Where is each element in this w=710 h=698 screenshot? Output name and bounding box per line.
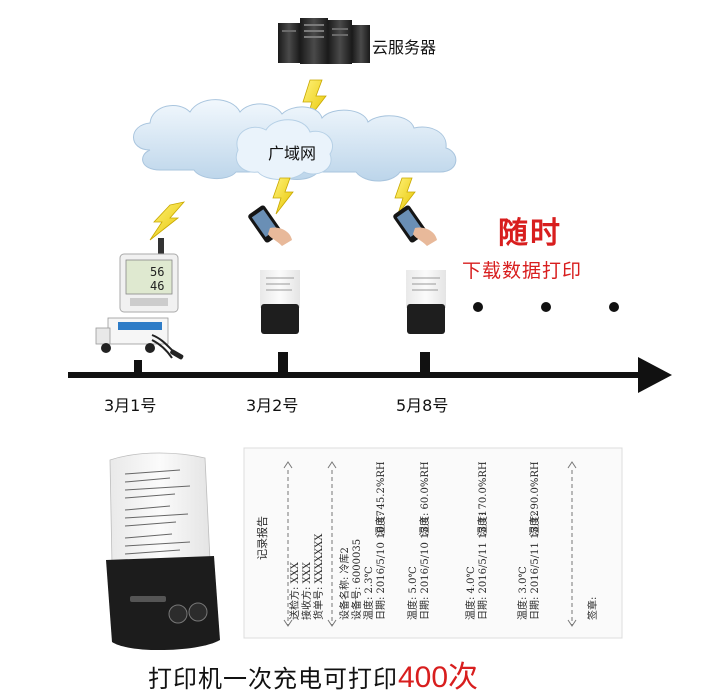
network-label: 广域网 <box>268 144 317 163</box>
timeline-arrowhead <box>638 357 672 393</box>
timeline-tick <box>134 360 142 372</box>
receipt-temp: 温度: 4.0℃ <box>464 566 477 620</box>
receipt-date: 日期: 2016/5/10 13:4 <box>419 517 431 620</box>
ellipsis-dot <box>609 302 619 312</box>
timeline-date-1: 3月1号 <box>104 396 157 415</box>
printer-icon <box>406 270 446 334</box>
receipt-field: 货单号: XXXXXXX <box>312 533 325 620</box>
truck-icon <box>95 317 184 360</box>
receipt-field: 送检方: XXX <box>288 561 301 620</box>
receipt-temp: 温度: 3.0℃ <box>516 566 529 620</box>
printer-icon <box>260 270 300 334</box>
server-label: 云服务器 <box>372 38 437 57</box>
caption-text: 打印机一次充电可打印 <box>148 665 398 693</box>
timeline-tick <box>420 352 430 372</box>
lightning-icon <box>272 177 294 215</box>
lightning-icon <box>149 201 186 241</box>
lightning-icon <box>302 79 327 123</box>
portable-printer <box>106 452 220 651</box>
caption: 打印机一次充电可打印400次 <box>148 652 478 696</box>
lightning-icon <box>394 177 416 215</box>
receipt-humidity: 湿度: 45.2%RH <box>374 461 387 536</box>
timeline-date-2: 3月2号 <box>246 396 299 415</box>
receipt-title: 记录报告 <box>255 516 269 560</box>
receipt-humidity: 湿度: 60.0%RH <box>418 461 431 536</box>
receipt-device-field: 日期: 2016/5/10 10:47 <box>375 510 387 620</box>
receipt-humidity: 湿度: 70.0%RH <box>476 461 489 536</box>
timeline-tick <box>278 352 288 372</box>
data-logger-icon: 56 46 <box>119 238 179 313</box>
ellipsis-dot <box>473 302 483 312</box>
receipt-field: 接收方: XXX <box>300 561 313 620</box>
phone-icon <box>393 205 437 246</box>
logger-value-1: 56 <box>150 265 164 279</box>
receipt-humidity: 湿度: 90.0%RH <box>528 461 541 536</box>
cloud-icon <box>133 99 457 182</box>
receipt-date: 日期: 2016/5/11 13:11 <box>477 510 489 620</box>
headline-subtitle: 下载数据打印 <box>462 260 583 282</box>
logger-value-2: 46 <box>150 279 164 293</box>
receipt-device-field: 设备号: 6000035 <box>350 539 363 620</box>
headline-title: 随时 <box>498 216 562 251</box>
phone-icon <box>248 205 292 246</box>
receipt-date: 日期: 2016/5/11 13:12 <box>529 510 541 620</box>
server-icon <box>278 18 370 64</box>
timeline-date-3: 5月8号 <box>396 396 449 415</box>
receipt-sheet <box>243 447 623 639</box>
receipt-temp: 温度: 5.0℃ <box>406 566 419 620</box>
receipt-sign: 签章: <box>586 597 599 620</box>
caption-count: 400次 <box>398 661 479 694</box>
receipt-device-field: 设备名称: 冷库2 <box>338 547 351 620</box>
ellipsis-dot <box>541 302 551 312</box>
receipt-device-field: 温度: 2.3℃ <box>362 566 375 620</box>
